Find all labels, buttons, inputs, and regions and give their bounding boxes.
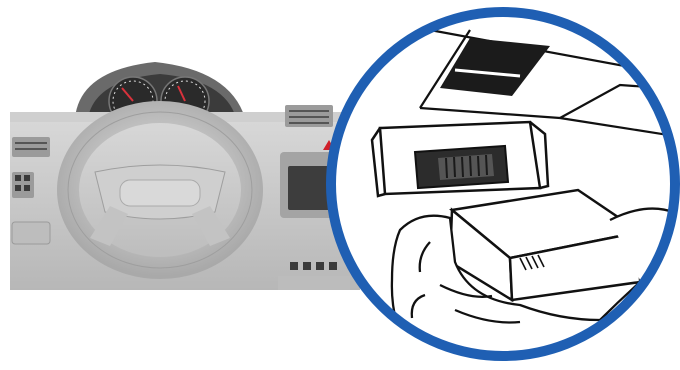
switch-panel <box>12 172 34 198</box>
left-air-vent <box>12 137 50 157</box>
dashboard-illustration <box>10 62 360 290</box>
glovebox-lower-left <box>12 222 50 244</box>
console-lower-panel <box>278 276 350 290</box>
obd-port-icon <box>372 122 548 196</box>
center-air-vent <box>285 105 333 127</box>
callout-zoom <box>330 12 680 370</box>
